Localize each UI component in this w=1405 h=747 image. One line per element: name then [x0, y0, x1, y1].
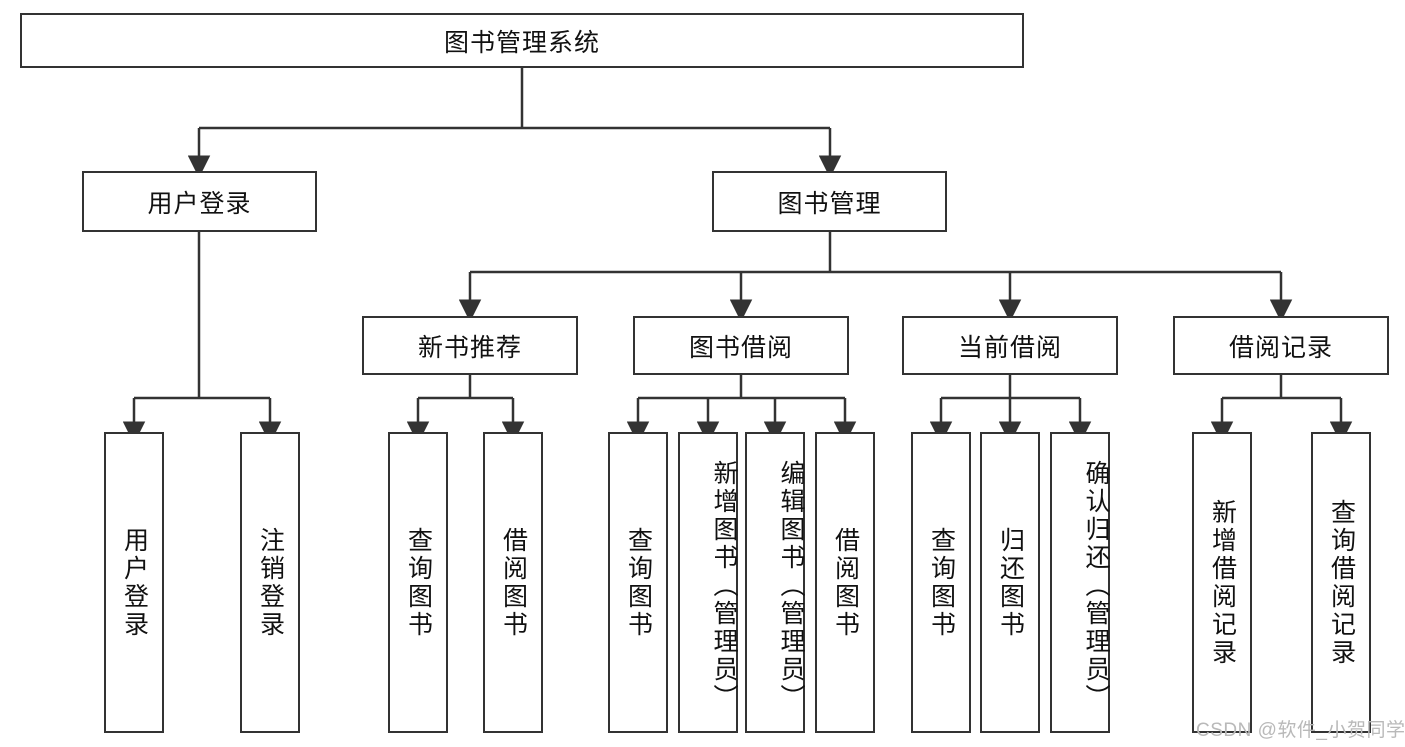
- leaf-record-query-record[interactable]: 查询借阅记录: [1311, 432, 1371, 733]
- node-root-system[interactable]: 图书管理系统: [20, 13, 1024, 68]
- leaf-borrow-borrow-book[interactable]: 借阅图书: [815, 432, 875, 733]
- node-label: 新增图书（管理员）: [710, 459, 738, 712]
- node-label: 借阅记录: [1228, 333, 1333, 362]
- leaf-current-confirm-return-admin[interactable]: 确认归还（管理员）: [1050, 432, 1110, 733]
- node-label: 借阅图书: [831, 526, 860, 639]
- node-label: 新增借阅记录: [1208, 498, 1237, 667]
- leaf-borrow-query-book[interactable]: 查询图书: [608, 432, 668, 733]
- node-label: 新书推荐: [417, 333, 522, 362]
- node-label: 借阅图书: [499, 526, 528, 639]
- node-label: 归还图书: [996, 526, 1025, 639]
- node-book-borrow[interactable]: 图书借阅: [633, 316, 849, 375]
- leaf-current-return-book[interactable]: 归还图书: [980, 432, 1040, 733]
- leaf-current-query-book[interactable]: 查询图书: [911, 432, 971, 733]
- leaf-record-add-record[interactable]: 新增借阅记录: [1192, 432, 1252, 733]
- node-label: 图书借阅: [688, 333, 793, 362]
- node-label: 用户登录: [120, 526, 149, 639]
- node-label: 查询借阅记录: [1327, 498, 1356, 667]
- node-label: 注销登录: [256, 526, 285, 639]
- node-label: 查询图书: [624, 526, 653, 639]
- node-label: 当前借阅: [957, 333, 1062, 362]
- csdn-watermark: CSDN @软件_小贺同学: [1196, 720, 1405, 741]
- node-label: 用户登录: [147, 189, 252, 218]
- node-label: 图书管理系统: [443, 28, 600, 57]
- leaf-recommend-query-book[interactable]: 查询图书: [388, 432, 448, 733]
- leaf-user-login-logout[interactable]: 注销登录: [240, 432, 300, 733]
- node-label: 确认归还（管理员）: [1082, 459, 1110, 712]
- node-borrow-record[interactable]: 借阅记录: [1173, 316, 1389, 375]
- node-label: 查询图书: [404, 526, 433, 639]
- node-current-borrow[interactable]: 当前借阅: [902, 316, 1118, 375]
- leaf-borrow-add-book-admin[interactable]: 新增图书（管理员）: [678, 432, 738, 733]
- node-book-management[interactable]: 图书管理: [712, 171, 947, 232]
- leaf-recommend-borrow-book[interactable]: 借阅图书: [483, 432, 543, 733]
- leaf-user-login-login[interactable]: 用户登录: [104, 432, 164, 733]
- node-user-login[interactable]: 用户登录: [82, 171, 317, 232]
- node-label: 图书管理: [777, 189, 882, 218]
- node-label: 查询图书: [927, 526, 956, 639]
- leaf-borrow-edit-book-admin[interactable]: 编辑图书（管理员）: [745, 432, 805, 733]
- node-new-book-recommend[interactable]: 新书推荐: [362, 316, 578, 375]
- node-label: 编辑图书（管理员）: [777, 459, 805, 712]
